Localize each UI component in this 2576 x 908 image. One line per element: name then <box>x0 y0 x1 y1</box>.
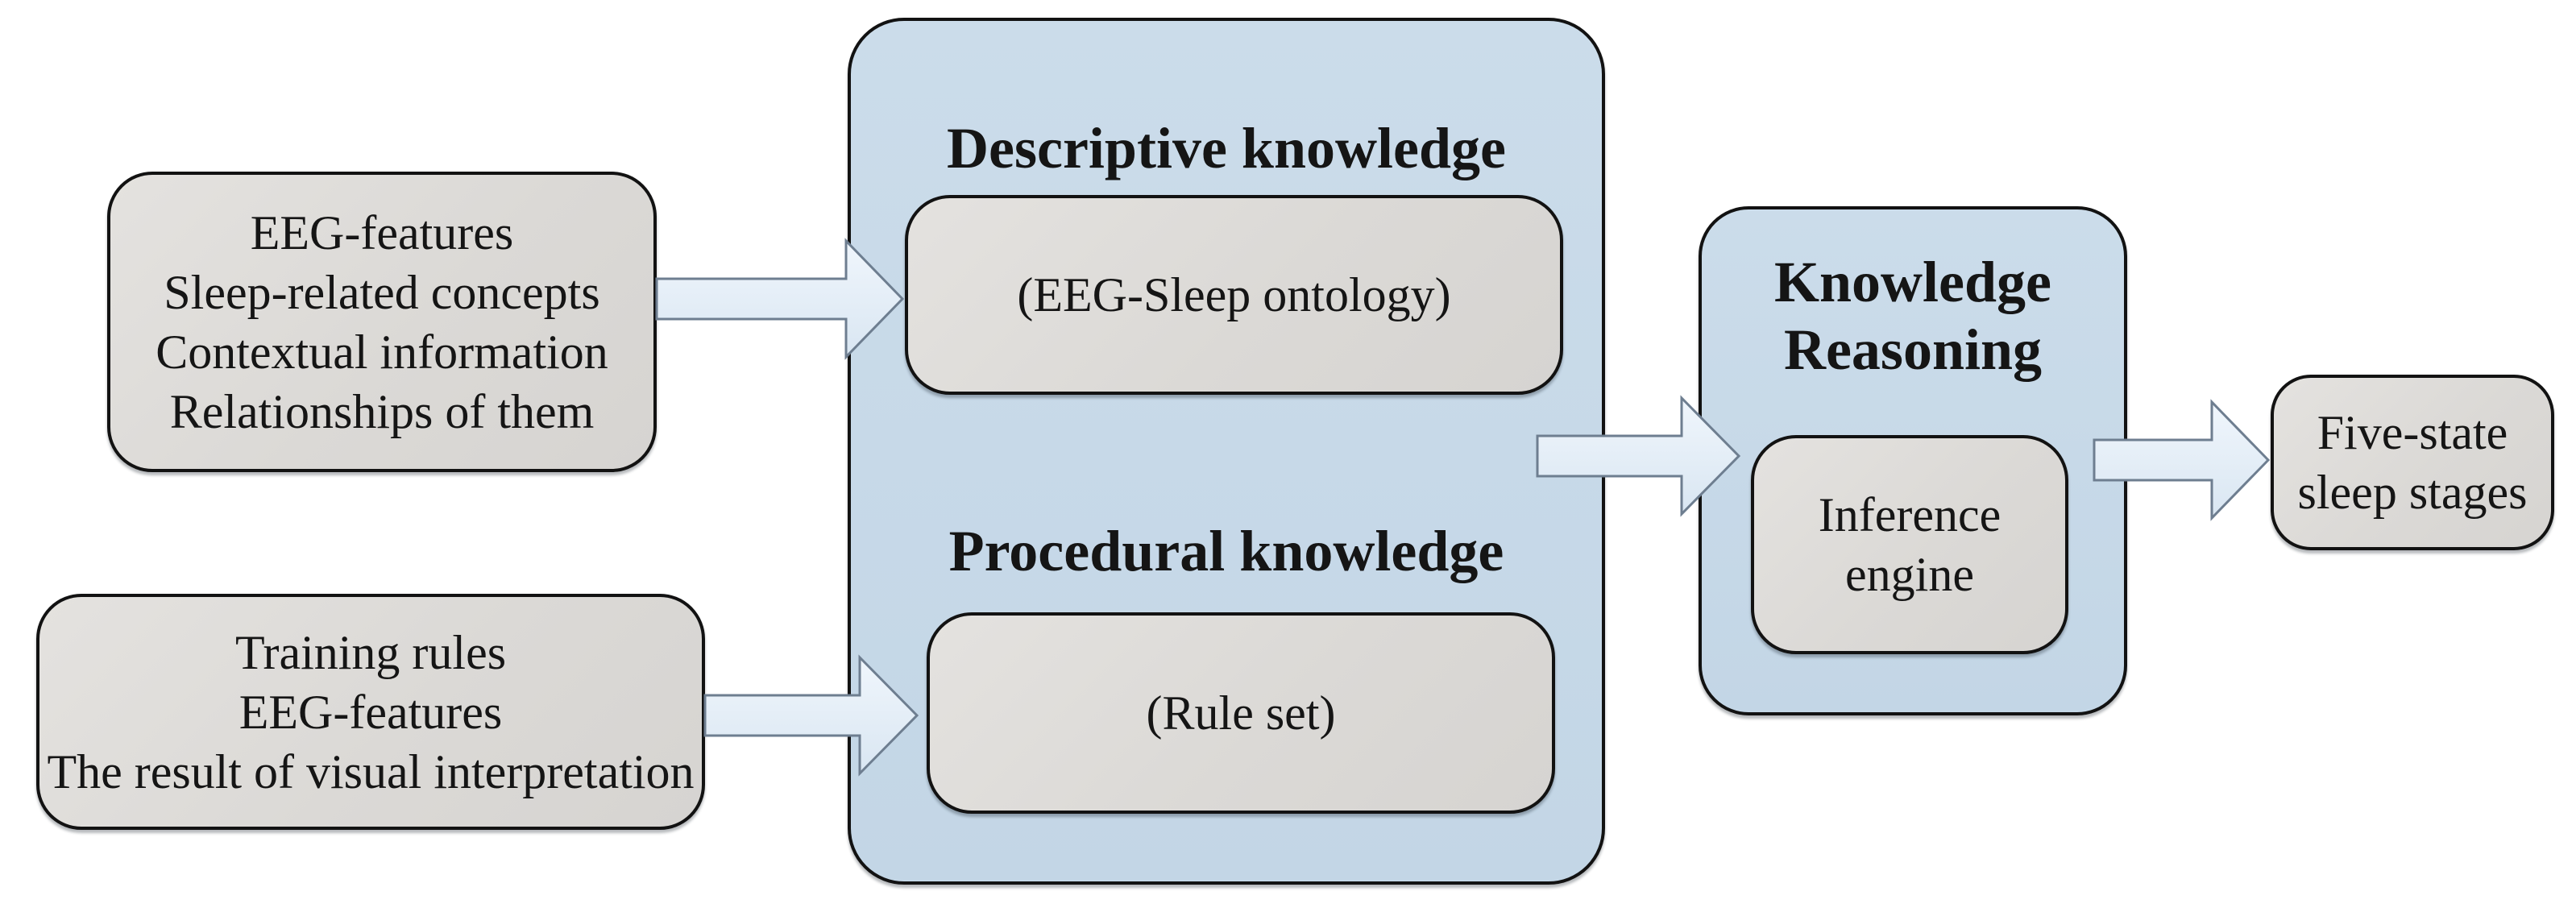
box-five-state-sleep-stages: Five-state sleep stages <box>2271 375 2554 550</box>
box-inference-engine: Inference engine <box>1751 435 2068 654</box>
title-knowledge-reasoning-line2: Reasoning <box>1783 317 2043 382</box>
box-rule-set: (Rule set) <box>927 612 1555 814</box>
title-knowledge-reasoning-line1: Knowledge <box>1773 250 2051 314</box>
input-line: Relationships of them <box>169 384 595 438</box>
input-line: Training rules <box>234 625 507 679</box>
output-line1: Five-state <box>2317 406 2508 459</box>
title-procedural-knowledge: Procedural knowledge <box>948 519 1504 583</box>
input-line: Sleep-related concepts <box>164 265 600 319</box>
input-line: Contextual information <box>156 325 608 379</box>
inference-engine-line1: Inference <box>1818 488 2001 541</box>
input-box-descriptive-sources: EEG-features Sleep-related concepts Cont… <box>107 172 657 472</box>
title-descriptive-knowledge: Descriptive knowledge <box>947 116 1506 180</box>
title-knowledge-reasoning: Knowledge Reasoning <box>1699 248 2127 384</box>
input-line: EEG-features <box>250 205 514 259</box>
inference-engine-line2: engine <box>1845 548 1974 601</box>
input-box-procedural-sources: Training rules EEG-features The result o… <box>36 594 705 830</box>
ontology-label: (EEG-Sleep ontology) <box>1017 268 1451 321</box>
rule-set-label: (Rule set) <box>1146 686 1336 740</box>
output-line2: sleep stages <box>2297 466 2528 519</box>
box-eeg-sleep-ontology: (EEG-Sleep ontology) <box>905 195 1563 395</box>
input-line: EEG-features <box>239 685 503 739</box>
input-line: The result of visual interpretation <box>47 744 695 798</box>
